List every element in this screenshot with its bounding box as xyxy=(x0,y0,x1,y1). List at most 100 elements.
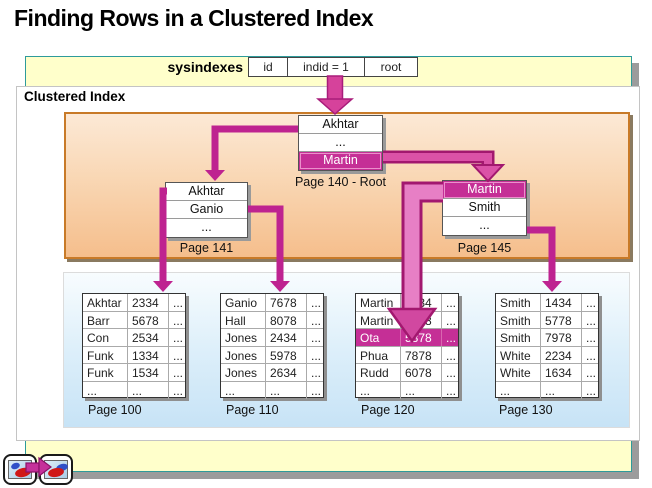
table-row: ......... xyxy=(221,381,323,399)
table-cell: 5678 xyxy=(128,311,169,328)
table-cell: Smith xyxy=(496,311,541,328)
table-cell: Rudd xyxy=(356,364,401,381)
table-cell: 1434 xyxy=(541,294,582,311)
table-cell: ... xyxy=(356,381,401,399)
table-cell: ... xyxy=(446,296,457,310)
table-cell: White xyxy=(496,364,541,381)
table-cell: Martin xyxy=(356,311,401,328)
table-cell: Ganio xyxy=(221,294,266,311)
page-145-caption: Page 145 xyxy=(457,241,512,255)
table-cell: Phua xyxy=(356,346,401,363)
table-cell: 7878 xyxy=(401,346,442,363)
table-cell: ... xyxy=(446,366,457,380)
table-row: Akhtar xyxy=(166,183,247,201)
table-cell: Funk xyxy=(83,364,128,381)
table-cell: Smith xyxy=(496,294,541,311)
table-row: ......... xyxy=(83,381,185,399)
root-index-page: Akhtar...Martin xyxy=(298,115,383,171)
table-cell: ... xyxy=(496,381,541,399)
table-cell: ... xyxy=(446,331,457,345)
page-130-caption: Page 130 xyxy=(499,403,553,417)
page-120-caption: Page 120 xyxy=(361,403,415,417)
table-cell: ... xyxy=(586,366,597,380)
table-cell: 1234 xyxy=(401,294,442,311)
table-row: Smith xyxy=(443,199,526,217)
table-cell: ... xyxy=(311,296,322,310)
table-cell: ... xyxy=(586,331,597,345)
animation-prev-button[interactable] xyxy=(3,454,37,485)
table-cell: 2634 xyxy=(266,364,307,381)
table-cell: ... xyxy=(446,383,457,398)
table-cell: ... xyxy=(173,366,184,380)
table-row: Martin xyxy=(443,181,526,199)
page-110-caption: Page 110 xyxy=(226,403,279,417)
table-cell: Martin xyxy=(356,294,401,311)
table-cell: ... xyxy=(586,296,597,310)
table-cell: Con xyxy=(83,329,128,346)
table-cell: Smith xyxy=(496,329,541,346)
table-row: ......... xyxy=(356,381,458,399)
clustered-index-label: Clustered Index xyxy=(24,89,126,104)
table-cell: 2234 xyxy=(541,346,582,363)
slide-thumbnail-icon xyxy=(44,460,69,479)
table-cell: ... xyxy=(173,313,184,328)
table-cell: 5878 xyxy=(401,329,442,346)
table-cell: ... xyxy=(128,381,169,399)
table-cell: 6078 xyxy=(401,364,442,381)
table-cell: ... xyxy=(401,381,442,399)
table-row: ... xyxy=(166,219,247,237)
page-100-caption: Page 100 xyxy=(88,403,142,417)
table-row: Akhtar xyxy=(299,116,382,134)
table-cell: 1534 xyxy=(128,364,169,381)
page-title: Finding Rows in a Clustered Index xyxy=(14,5,374,31)
table-cell: ... xyxy=(541,381,582,399)
table-row: Ganio xyxy=(166,201,247,219)
slide-thumbnail-icon xyxy=(8,460,32,479)
table-cell: Jones xyxy=(221,329,266,346)
table-cell: Jones xyxy=(221,364,266,381)
table-cell: ... xyxy=(311,383,322,398)
table-cell: Funk xyxy=(83,346,128,363)
table-cell: 2434 xyxy=(266,329,307,346)
table-cell: ... xyxy=(311,313,322,328)
table-cell: Akhtar xyxy=(83,294,128,311)
table-cell: ... xyxy=(311,331,322,345)
table-cell: ... xyxy=(173,348,184,363)
table-cell: 7978 xyxy=(541,329,582,346)
table-cell: ... xyxy=(586,348,597,363)
table-cell: ... xyxy=(83,381,128,399)
table-cell: ... xyxy=(173,296,184,310)
table-cell: Jones xyxy=(221,346,266,363)
table-cell: ... xyxy=(266,381,307,399)
table-cell: 1334 xyxy=(128,346,169,363)
table-cell: ... xyxy=(173,331,184,345)
page-141-caption: Page 141 xyxy=(179,241,234,255)
table-cell: ... xyxy=(311,348,322,363)
animation-next-button[interactable] xyxy=(39,454,73,485)
sysindexes-cell-indid: indid = 1 xyxy=(287,57,365,77)
table-cell: ... xyxy=(586,383,597,398)
sysindexes-label: sysindexes xyxy=(167,59,244,75)
table-cell: Ota xyxy=(356,329,401,346)
sysindexes-cell-id: id xyxy=(248,57,288,77)
